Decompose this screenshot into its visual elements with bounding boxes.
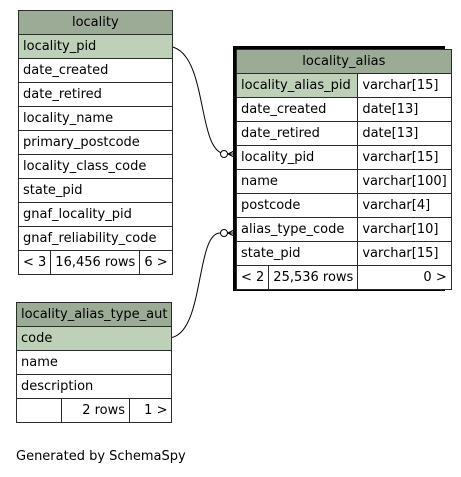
column-name[interactable]: postcode	[235, 193, 359, 218]
column-type: varchar[4]	[357, 193, 452, 218]
table-title[interactable]: locality_alias_type_aut	[15, 302, 173, 327]
column-name[interactable]: primary_postcode	[18, 130, 173, 155]
children-count[interactable]: 0 >	[357, 265, 452, 290]
column-type: varchar[100]	[357, 169, 452, 194]
column-type: varchar[15]	[357, 241, 452, 266]
column-name[interactable]: locality_alias_pid	[235, 73, 359, 98]
table-locality-alias-type-aut[interactable]: locality_alias_type_aut code name descri…	[15, 302, 173, 423]
table-title[interactable]: locality_alias	[236, 49, 452, 74]
column-name[interactable]: locality_pid	[18, 34, 173, 59]
column-name[interactable]: code	[15, 326, 173, 351]
column-name[interactable]: state_pid	[18, 178, 173, 203]
column-name[interactable]: date_created	[18, 58, 173, 83]
link-end-circle	[220, 150, 228, 158]
column-name[interactable]: locality_class_code	[18, 154, 173, 179]
column-name[interactable]: description	[15, 374, 173, 399]
column-type: date[13]	[357, 97, 452, 122]
generated-by-label: Generated by SchemaSpy	[16, 449, 186, 464]
children-count[interactable]: 6 >	[139, 250, 173, 275]
column-name[interactable]: gnaf_locality_pid	[18, 202, 173, 227]
column-type: varchar[15]	[357, 73, 452, 98]
children-count[interactable]: 1 >	[129, 398, 173, 423]
row-count: 2 rows	[60, 398, 131, 423]
column-name[interactable]: state_pid	[235, 241, 359, 266]
parents-count[interactable]: < 2	[235, 265, 270, 290]
column-name[interactable]: locality_name	[18, 106, 173, 131]
column-name[interactable]: locality_pid	[235, 145, 359, 170]
table-title[interactable]: locality	[18, 10, 173, 35]
column-name[interactable]: name	[235, 169, 359, 194]
column-name[interactable]: gnaf_reliability_code	[18, 226, 173, 251]
link-end-circle	[220, 229, 228, 237]
column-type: varchar[10]	[357, 217, 452, 242]
column-name[interactable]: alias_type_code	[235, 217, 359, 242]
link-locality-to-alias	[165, 45, 227, 155]
column-type: varchar[15]	[357, 145, 452, 170]
parents-count[interactable]	[16, 398, 62, 423]
column-name[interactable]: name	[15, 350, 173, 375]
column-name[interactable]: date_retired	[235, 121, 359, 146]
row-count: 25,536 rows	[268, 265, 359, 290]
parents-count[interactable]: < 3	[17, 250, 52, 275]
column-name[interactable]: date_retired	[18, 82, 173, 107]
row-count: 16,456 rows	[50, 250, 141, 275]
column-type: date[13]	[357, 121, 452, 146]
column-name[interactable]: date_created	[235, 97, 359, 122]
table-locality[interactable]: locality locality_pid date_created date_…	[17, 10, 173, 275]
link-type-to-alias	[167, 232, 221, 339]
